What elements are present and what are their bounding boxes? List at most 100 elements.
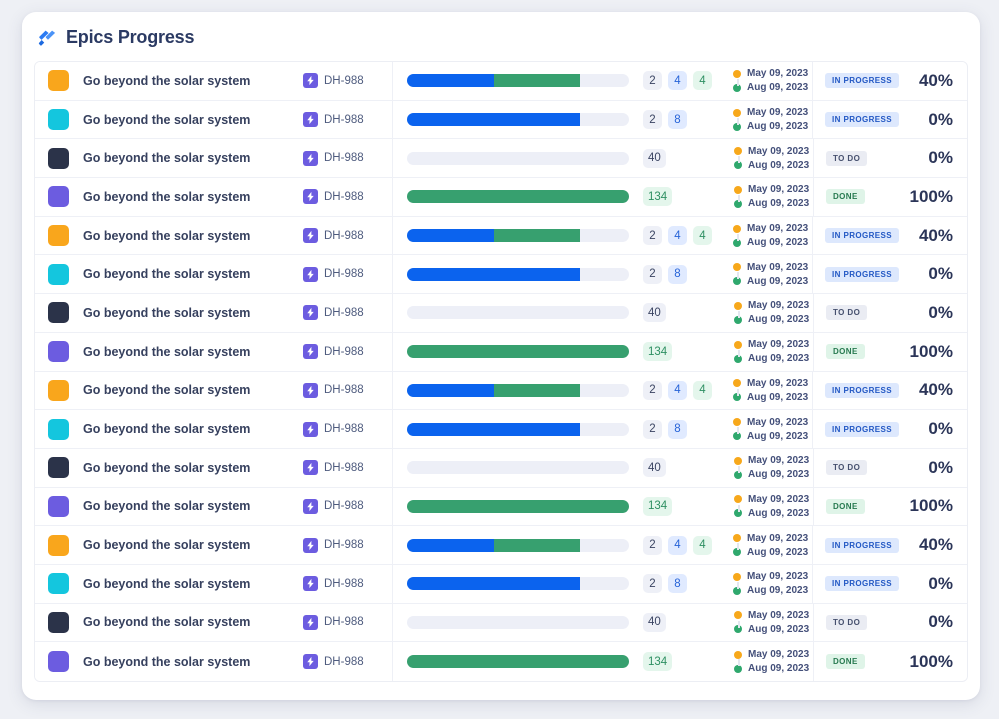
epic-key-label[interactable]: DH-988 (324, 113, 364, 126)
epic-key-label[interactable]: DH-988 (324, 190, 364, 203)
progress-cell: 40 (393, 449, 724, 487)
start-date-row: May 09, 2023 (733, 378, 812, 389)
end-date-label: Aug 09, 2023 (747, 391, 809, 403)
start-date-label: May 09, 2023 (747, 261, 809, 273)
epic-key-label[interactable]: DH-988 (324, 229, 364, 242)
date-connector-line (736, 117, 739, 125)
count-bubble-blue: 4 (668, 535, 687, 555)
status-badge[interactable]: IN PROGRESS (825, 228, 899, 244)
status-badge[interactable]: TO DO (826, 614, 868, 630)
epic-bolt-icon (303, 266, 318, 282)
end-date-dot-icon (733, 238, 742, 247)
epic-key-label[interactable]: DH-988 (324, 539, 364, 552)
percent-cell: 100% (899, 642, 967, 681)
table-row-6[interactable]: Go beyond the solar system DH-988 40 May… (35, 294, 967, 333)
count-bubble-green: 134 (643, 342, 673, 362)
start-date-dot-icon (733, 534, 742, 543)
epic-key-label[interactable]: DH-988 (324, 268, 364, 281)
issue-count-bubbles: 40 (643, 303, 666, 323)
epic-name-label: Go beyond the solar system (83, 112, 251, 127)
epic-key-label[interactable]: DH-988 (324, 423, 364, 436)
start-date-row: May 09, 2023 (733, 262, 812, 273)
end-date-dot-icon (733, 548, 742, 557)
epic-name-label: Go beyond the solar system (83, 189, 251, 204)
epic-key-cell: DH-988 (299, 294, 393, 332)
epic-bolt-icon (303, 305, 318, 321)
epic-key-label[interactable]: DH-988 (324, 345, 364, 358)
epic-key-label[interactable]: DH-988 (324, 577, 364, 590)
epic-name-cell: Go beyond the solar system (35, 372, 299, 410)
end-date-row: Aug 09, 2023 (734, 198, 813, 209)
dates-cell: May 09, 2023 Aug 09, 2023 (723, 371, 814, 410)
progress-bar (407, 267, 629, 281)
date-connector-line (737, 504, 740, 512)
status-badge[interactable]: IN PROGRESS (825, 266, 899, 282)
table-row-15[interactable]: Go beyond the solar system DH-988 134 Ma… (35, 642, 967, 681)
status-badge[interactable]: TO DO (826, 460, 868, 476)
date-connector-line (736, 427, 739, 435)
count-bubble-green: 4 (693, 380, 712, 400)
progress-segment-done (493, 229, 581, 243)
end-date-dot-icon (734, 470, 742, 479)
status-badge[interactable]: TO DO (826, 305, 868, 321)
start-date-dot-icon (733, 69, 742, 78)
epic-key-cell: DH-988 (299, 526, 393, 564)
start-date-dot-icon (734, 456, 742, 465)
status-badge[interactable]: IN PROGRESS (825, 382, 899, 398)
table-row-3[interactable]: Go beyond the solar system DH-988 134 Ma… (35, 178, 967, 217)
status-badge[interactable]: DONE (826, 344, 865, 360)
epic-name-label: Go beyond the solar system (83, 654, 251, 669)
start-date-label: May 09, 2023 (748, 649, 810, 661)
end-date-dot-icon (733, 122, 742, 131)
start-date-label: May 09, 2023 (748, 493, 810, 505)
status-badge[interactable]: TO DO (826, 150, 868, 166)
status-badge[interactable]: DONE (826, 498, 865, 514)
status-badge[interactable]: IN PROGRESS (825, 421, 899, 437)
status-badge[interactable]: IN PROGRESS (825, 537, 899, 553)
status-badge[interactable]: DONE (826, 189, 865, 205)
end-date-label: Aug 09, 2023 (748, 198, 810, 210)
percent-label: 100% (909, 186, 953, 206)
status-badge[interactable]: IN PROGRESS (825, 73, 899, 89)
end-date-dot-icon (734, 315, 742, 324)
epic-key-label[interactable]: DH-988 (324, 306, 364, 319)
table-row-14[interactable]: Go beyond the solar system DH-988 40 May… (35, 603, 967, 643)
epic-color-swatch (48, 225, 69, 247)
date-connector-line (737, 156, 740, 164)
status-cell: DONE (814, 642, 899, 681)
progress-segment-done (493, 74, 581, 88)
epic-key-label[interactable]: DH-988 (324, 500, 364, 513)
count-bubble-grey: 40 (643, 612, 666, 632)
epic-name-cell: Go beyond the solar system (35, 255, 299, 293)
count-bubble-grey: 2 (643, 574, 662, 594)
count-bubble-blue: 4 (668, 226, 687, 246)
progress-segment-in-progress (407, 267, 581, 281)
epic-key-label[interactable]: DH-988 (324, 461, 364, 474)
status-badge[interactable]: IN PROGRESS (825, 112, 899, 128)
epic-key-label[interactable]: DH-988 (324, 74, 364, 87)
epic-key-label[interactable]: DH-988 (324, 384, 364, 397)
status-badge[interactable]: DONE (826, 654, 865, 670)
epic-key-label[interactable]: DH-988 (324, 616, 364, 629)
table-row-2[interactable]: Go beyond the solar system DH-988 40 May… (35, 139, 967, 179)
table-row-11[interactable]: Go beyond the solar system DH-988 134 Ma… (35, 487, 967, 527)
status-badge[interactable]: IN PROGRESS (825, 576, 899, 592)
progress-cell: 134 (393, 488, 724, 526)
start-date-label: May 09, 2023 (748, 609, 810, 621)
end-date-row: Aug 09, 2023 (733, 121, 812, 132)
table-row-7[interactable]: Go beyond the solar system DH-988 134 Ma… (35, 332, 967, 372)
epic-key-label[interactable]: DH-988 (324, 152, 364, 165)
epic-key-label[interactable]: DH-988 (324, 655, 364, 668)
table-row-10[interactable]: Go beyond the solar system DH-988 40 May… (35, 448, 967, 488)
